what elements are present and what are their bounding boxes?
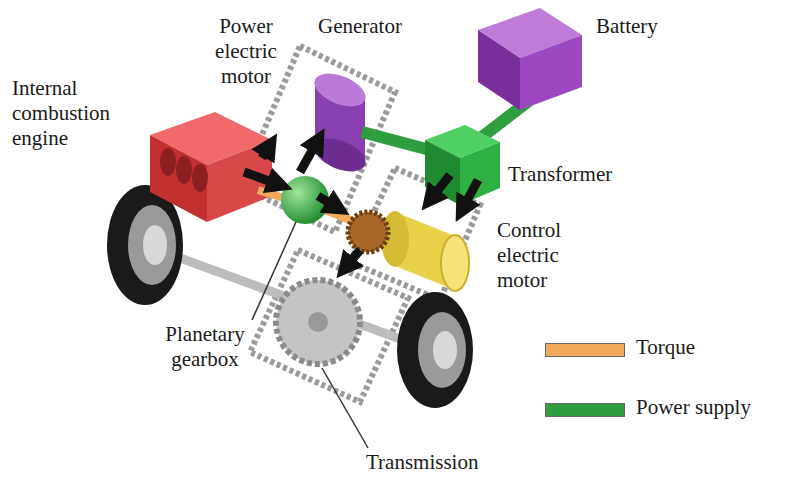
legend-swatch bbox=[545, 343, 625, 357]
gear bbox=[348, 212, 388, 252]
legend-swatch bbox=[545, 403, 625, 417]
power-line bbox=[362, 132, 430, 150]
leader-line bbox=[322, 368, 368, 448]
legend-text: Power supply bbox=[636, 395, 786, 420]
battery-front bbox=[478, 30, 520, 110]
legend-text: Torque bbox=[636, 335, 786, 360]
transmission-gear bbox=[276, 280, 360, 364]
transformer-front bbox=[425, 140, 460, 205]
flow-arrows bbox=[244, 140, 478, 268]
battery-side bbox=[520, 35, 582, 110]
part-label: Planetary gearbox bbox=[150, 322, 260, 372]
leader-line bbox=[252, 222, 296, 320]
part-label: Transformer bbox=[508, 162, 648, 187]
engine-front bbox=[150, 135, 207, 222]
wheel-hub bbox=[418, 312, 466, 388]
wheel-hub bbox=[128, 205, 176, 285]
part-label: Power electric motor bbox=[200, 14, 292, 88]
part-label: Internal combustion engine bbox=[12, 76, 142, 150]
part-label: Battery bbox=[596, 14, 696, 39]
part-label: Transmission bbox=[366, 450, 526, 475]
part-label: Generator bbox=[318, 14, 428, 39]
wheel bbox=[397, 292, 473, 408]
part-label: Control electric motor bbox=[497, 218, 597, 292]
